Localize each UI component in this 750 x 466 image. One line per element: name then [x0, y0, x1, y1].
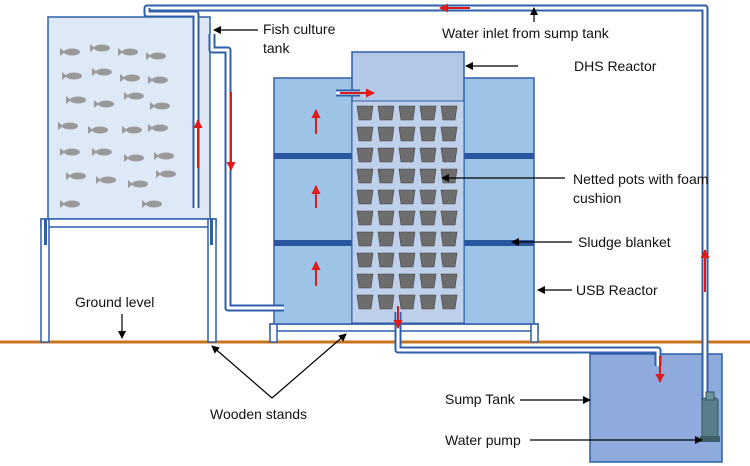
netted-pots-group	[356, 105, 458, 310]
pointer-stands-right	[271, 333, 347, 399]
fish-icon	[96, 176, 116, 184]
fish-icon	[124, 154, 144, 162]
netted-pot-icon	[419, 273, 437, 289]
netted-pot-icon	[377, 168, 395, 184]
fish-icon	[148, 124, 168, 132]
netted-pot-icon	[356, 147, 374, 163]
label-usb-reactor: USB Reactor	[576, 282, 658, 298]
netted-pot-icon	[419, 147, 437, 163]
submersible-pump-icon	[700, 391, 720, 442]
fish-icon	[90, 44, 110, 52]
label-water-inlet: Water inlet from sump tank	[442, 25, 609, 41]
netted-pot-icon	[440, 189, 458, 205]
fish-icon	[122, 126, 142, 134]
netted-pot-icon	[419, 294, 437, 310]
netted-pot-icon	[440, 210, 458, 226]
label-fish-culture-tank: Fish culture tank	[263, 21, 336, 56]
pointer-stands-left	[211, 345, 273, 399]
label-sump-tank: Sump Tank	[445, 391, 515, 407]
fish-icon	[146, 52, 166, 60]
netted-pot-icon	[419, 168, 437, 184]
sump-tank	[589, 353, 723, 463]
fish-icon	[148, 76, 168, 84]
netted-pot-icon	[398, 294, 416, 310]
fish-icon	[60, 48, 80, 56]
netted-pot-icon	[377, 231, 395, 247]
fish-icon	[66, 172, 86, 180]
fish-culture-tank	[47, 16, 211, 220]
netted-pot-icon	[356, 273, 374, 289]
netted-pot-icon	[398, 210, 416, 226]
netted-pot-icon	[440, 294, 458, 310]
netted-pot-icon	[356, 189, 374, 205]
fish-tank-wooden-stand	[40, 218, 217, 343]
netted-pot-icon	[440, 273, 458, 289]
label-pointers	[118, 7, 703, 444]
fish-icon	[142, 200, 162, 208]
netted-pot-icon	[377, 273, 395, 289]
label-ground-level: Ground level	[75, 294, 155, 310]
fish-icon	[58, 122, 78, 130]
netted-pot-icon	[398, 126, 416, 142]
netted-pot-icon	[377, 126, 395, 142]
netted-pot-icon	[398, 189, 416, 205]
flow-arrows	[193, 3, 710, 383]
fish-icon	[88, 126, 108, 134]
netted-pot-icon	[440, 105, 458, 121]
netted-pot-icon	[419, 126, 437, 142]
netted-pot-icon	[377, 147, 395, 163]
netted-pot-icon	[398, 252, 416, 268]
netted-pot-icon	[356, 252, 374, 268]
netted-pot-icon	[377, 294, 395, 310]
netted-pot-icon	[440, 231, 458, 247]
fish-icon	[120, 74, 140, 82]
fish-icon	[128, 180, 148, 188]
fish-icon	[156, 170, 176, 178]
label-dhs-reactor: DHS Reactor	[574, 58, 657, 74]
netted-pot-icon	[356, 231, 374, 247]
netted-pot-icon	[398, 168, 416, 184]
fish-icon	[124, 92, 144, 100]
netted-pot-icon	[377, 252, 395, 268]
netted-pot-icon	[419, 189, 437, 205]
fish-icon	[62, 72, 82, 80]
netted-pot-icon	[356, 294, 374, 310]
netted-pot-icon	[377, 210, 395, 226]
fish-icon	[66, 96, 86, 104]
fish-icon	[60, 148, 80, 156]
netted-pot-icon	[398, 231, 416, 247]
fish-tank-outlet-pipe	[208, 34, 284, 312]
fish-icon	[94, 100, 114, 108]
netted-pot-icon	[377, 189, 395, 205]
fish-icon	[92, 68, 112, 76]
fish-icon	[60, 200, 80, 208]
netted-pot-icon	[419, 252, 437, 268]
netted-pot-icon	[398, 147, 416, 163]
fish-icon	[92, 148, 112, 156]
netted-pot-icon	[440, 147, 458, 163]
fish-icon	[154, 152, 174, 160]
netted-pot-icon	[377, 105, 395, 121]
netted-pot-icon	[419, 210, 437, 226]
netted-pot-icon	[440, 126, 458, 142]
netted-pot-icon	[419, 105, 437, 121]
netted-pot-icon	[440, 168, 458, 184]
netted-pot-icon	[356, 105, 374, 121]
netted-pot-icon	[356, 126, 374, 142]
label-water-pump: Water pump	[445, 432, 521, 448]
label-netted-pots: Netted pots with foam cushion	[573, 171, 709, 206]
fish-icon	[118, 48, 138, 56]
fish-group	[58, 44, 176, 208]
netted-pot-icon	[356, 210, 374, 226]
netted-pot-icon	[440, 252, 458, 268]
netted-pot-icon	[398, 105, 416, 121]
netted-pot-icon	[398, 273, 416, 289]
label-wooden-stands: Wooden stands	[210, 406, 308, 422]
netted-pot-icon	[419, 231, 437, 247]
fish-icon	[150, 102, 170, 110]
reactor-wooden-stand	[269, 323, 539, 343]
netted-pot-icon	[356, 168, 374, 184]
label-sludge-blanket: Sludge blanket	[578, 234, 671, 250]
